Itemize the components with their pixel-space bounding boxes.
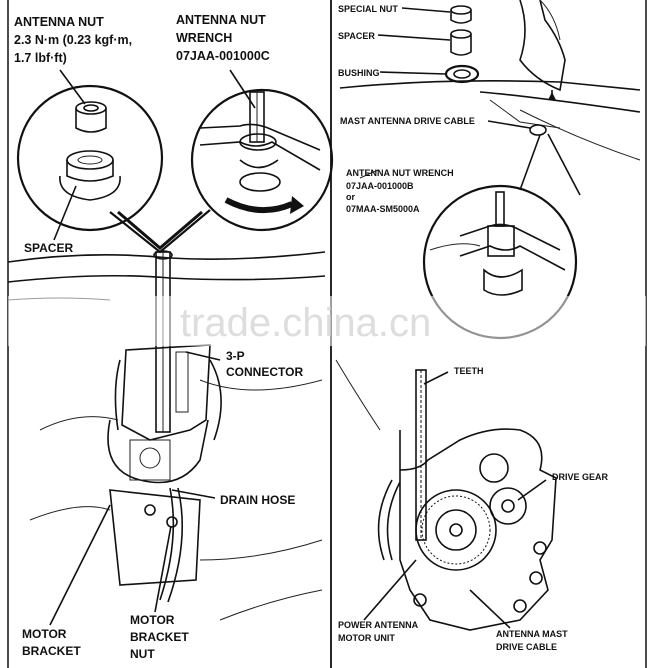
label-connector-1: 3-P: [226, 349, 245, 363]
leader-mast-cable: [469, 589, 511, 629]
leader-drive-cable: [487, 120, 531, 129]
label-antenna-nut: ANTENNA NUT: [14, 15, 104, 29]
antenna-motor-housing: [107, 344, 222, 484]
label-wrench-right-1: ANTENNA NUT WRENCH: [346, 168, 454, 178]
label-mast-cable-2: DRIVE CABLE: [496, 642, 557, 652]
leader-spacer-right: [377, 34, 451, 41]
leader-teeth: [423, 371, 449, 385]
motor-unit: [377, 369, 557, 631]
label-wrench-right-3: 07MAA-SM5000A: [346, 204, 420, 214]
watermark-band: [8, 296, 646, 346]
label-drive-cable: MAST ANTENNA DRIVE CABLE: [340, 116, 475, 126]
label-wrench-word: WRENCH: [176, 31, 232, 45]
label-bracket-nut-1: MOTOR: [130, 613, 175, 627]
hand: [519, 0, 566, 92]
leader-bracket-nut: [154, 525, 172, 613]
label-motor-unit-1: POWER ANTENNA: [338, 620, 419, 630]
label-motor-bracket-2: BRACKET: [22, 644, 81, 658]
label-bracket-nut-2: BRACKET: [130, 630, 189, 644]
label-mast-cable-1: ANTENNA MAST: [496, 629, 568, 639]
leader-connector: [185, 351, 221, 361]
watermark: trade.china.cn: [180, 301, 431, 345]
detail-circle-left: [16, 84, 164, 232]
label-motor-bracket-1: MOTOR: [22, 627, 67, 641]
label-torque-line1: 2.3 N·m (0.23 kgf·m,: [14, 33, 132, 47]
leader-bushing: [379, 71, 447, 75]
label-motor-unit-2: MOTOR UNIT: [338, 633, 395, 643]
leader-motor-bracket: [49, 504, 111, 626]
leader-motor-unit: [363, 559, 417, 621]
label-wrench-title: ANTENNA NUT: [176, 13, 266, 27]
label-teeth: TEETH: [454, 366, 484, 376]
label-drain-hose: DRAIN HOSE: [220, 493, 295, 507]
label-connector-2: CONNECTOR: [226, 365, 303, 379]
body-line-right-1: [339, 80, 641, 91]
leader-special-nut: [401, 7, 451, 13]
label-wrench-or: or: [346, 192, 355, 202]
leader-drive-gear: [517, 479, 547, 501]
label-spacer-right: SPACER: [338, 31, 375, 41]
right-panel: SPECIAL NUT SPACER BUSHING MAST ANTENNA …: [335, 0, 641, 652]
leader-wrench: [229, 69, 256, 109]
drain-hose: [159, 487, 175, 601]
label-torque-line2: 1.7 lbf·ft): [14, 51, 67, 65]
leader-antenna-nut: [59, 69, 86, 105]
leader-drain-hose: [171, 489, 216, 499]
left-panel: ANTENNA NUT 2.3 N·m (0.23 kgf·m, 1.7 lbf…: [7, 13, 334, 661]
label-drive-gear: DRIVE GEAR: [552, 472, 609, 482]
label-special-nut: SPECIAL NUT: [338, 4, 398, 14]
label-wrench-right-2: 07JAA-001000B: [346, 181, 414, 191]
label-wrench-part: 07JAA-001000C: [176, 49, 270, 63]
label-bracket-nut-3: NUT: [130, 647, 155, 661]
label-spacer-left: SPACER: [24, 241, 73, 255]
motor-bracket: [109, 489, 201, 586]
leader-spacer: [53, 185, 77, 241]
label-bushing: BUSHING: [338, 68, 380, 78]
exploded-parts: [444, 5, 480, 84]
detail-circle-wrench: [190, 88, 334, 232]
